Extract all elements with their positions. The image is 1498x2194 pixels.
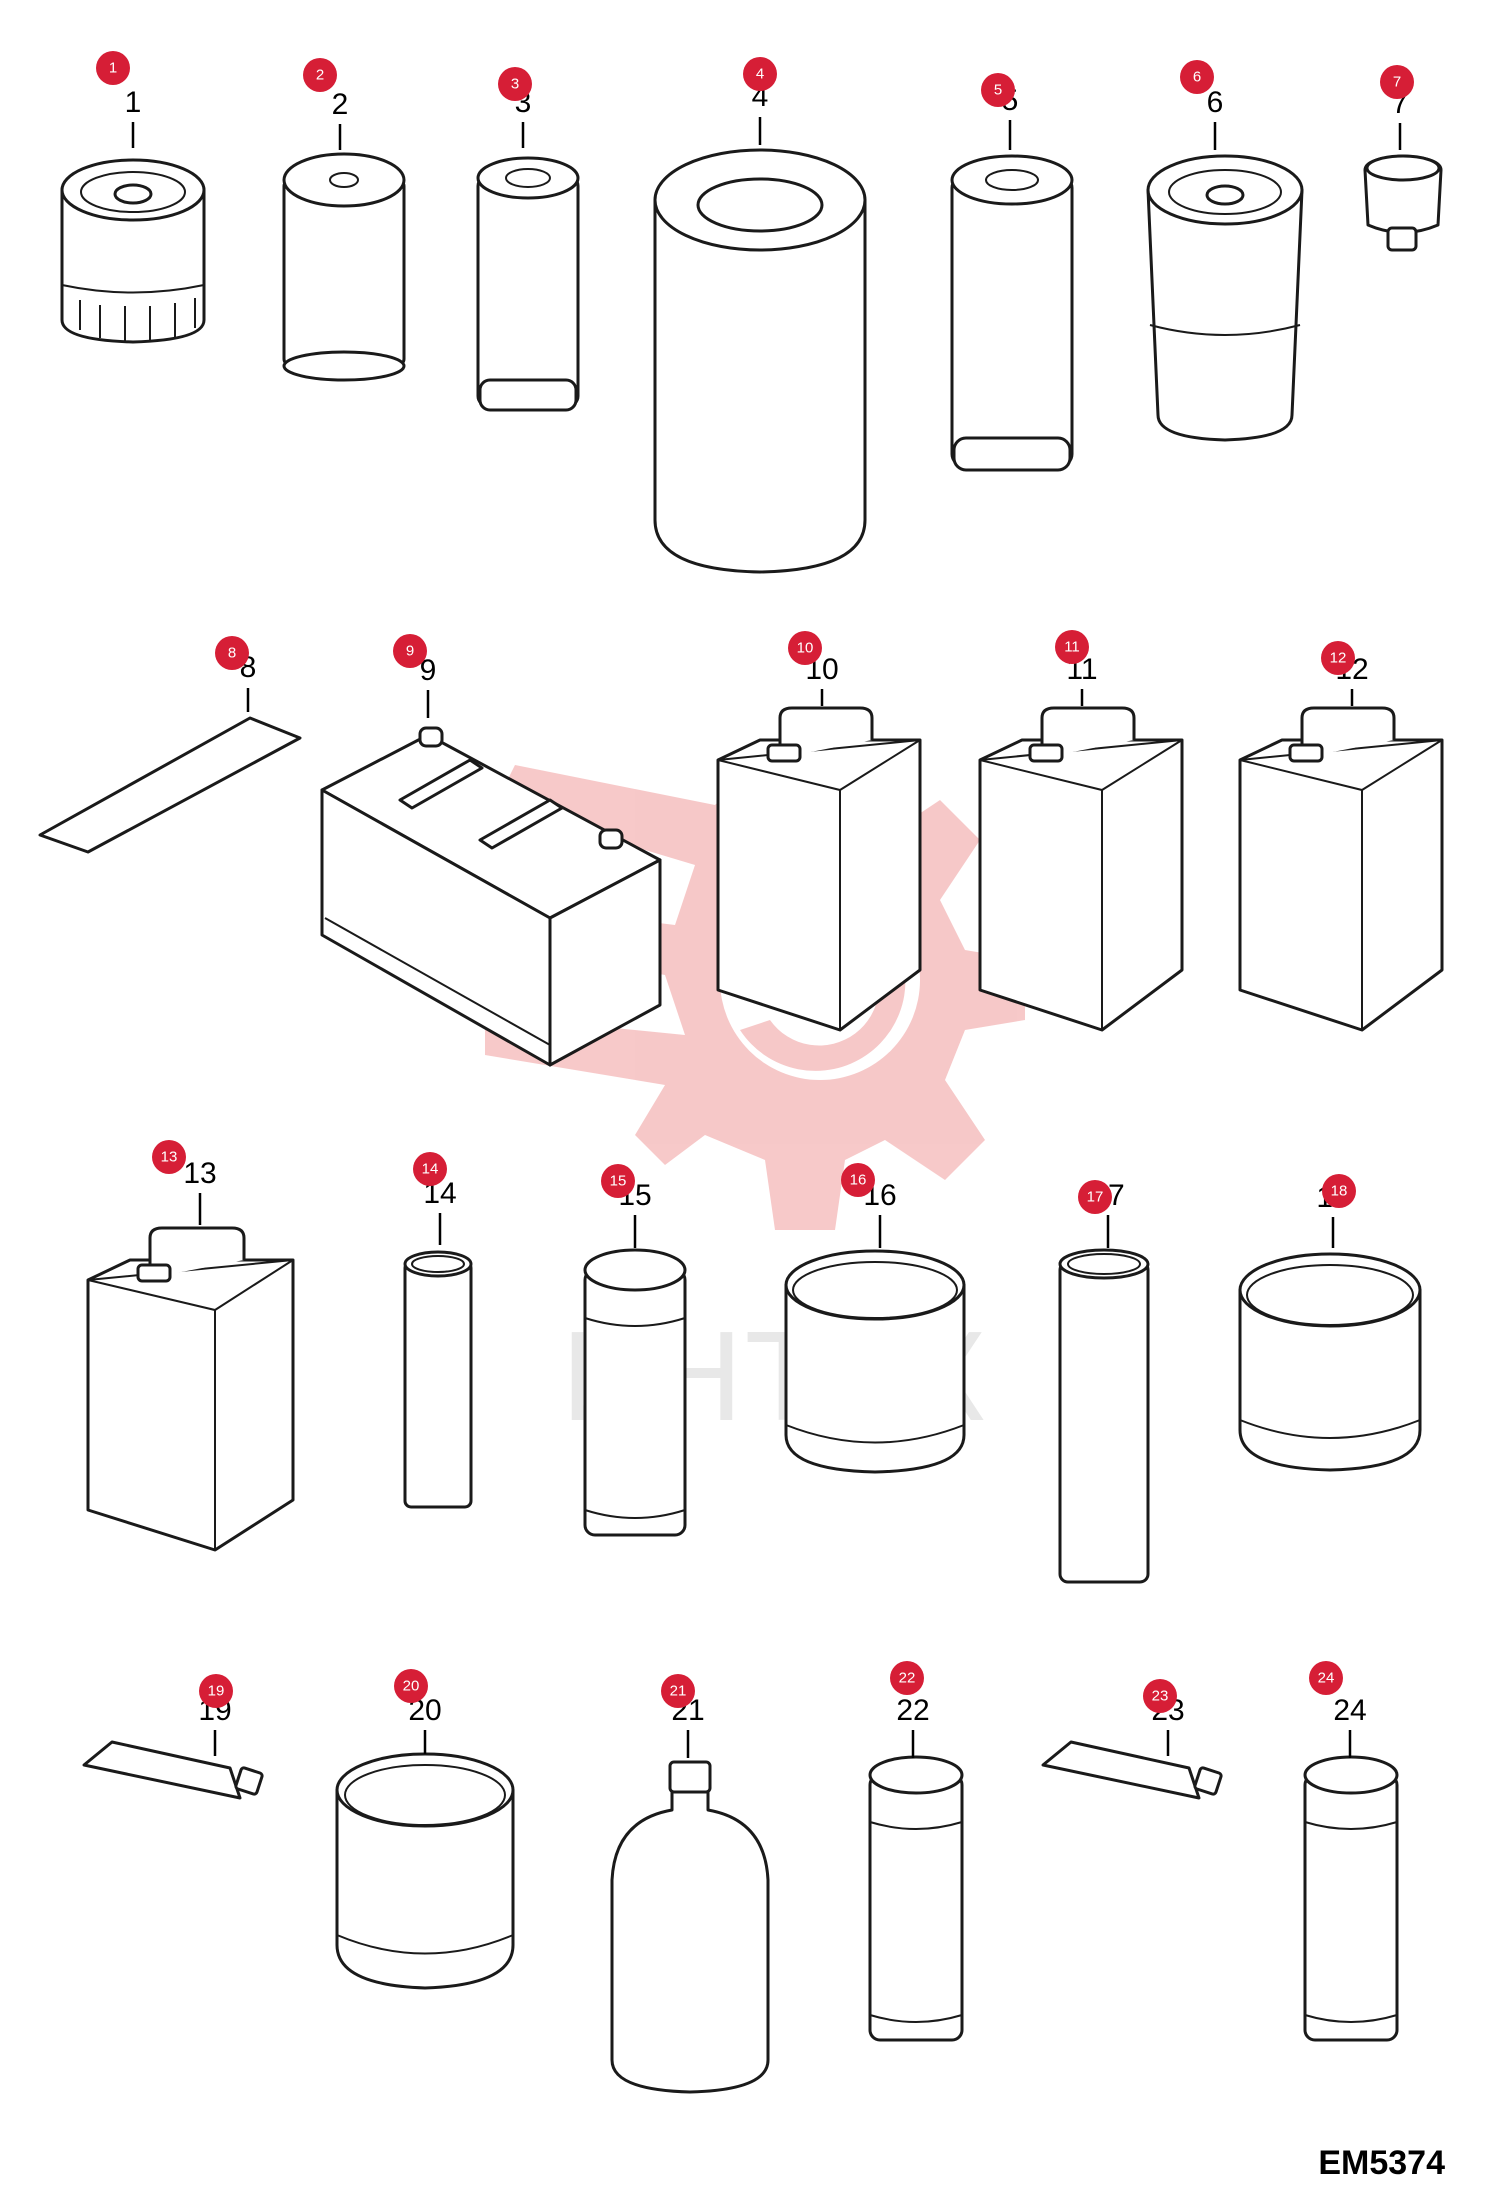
callout-badge-label-15: 15 [610,1173,627,1190]
part-cab-filter [38,716,302,854]
callout-badge-label-5: 5 [994,82,1002,99]
callout-badge-label-17: 17 [1087,1189,1104,1206]
callout-badge-label-1: 1 [109,60,117,77]
callout-badge-label-10: 10 [797,640,814,657]
callout-badge-14[interactable] [413,1152,447,1186]
callout-badge-label-24: 24 [1318,1670,1335,1687]
part-bottle-21 [610,1760,770,2094]
callout-badge-22[interactable] [890,1661,924,1695]
part-number-6: 6 [1207,86,1224,119]
part-container-12 [1238,706,1444,1032]
part-number-22: 22 [896,1694,929,1727]
callout-badge-label-14: 14 [422,1161,439,1178]
callout-badge-24[interactable] [1309,1661,1343,1695]
part-container-13 [86,1226,295,1552]
part-number-1: 1 [125,86,142,119]
part-number-24: 24 [1333,1694,1366,1727]
callout-badge-20[interactable] [394,1669,428,1703]
callout-badge-label-21: 21 [670,1683,687,1700]
part-tube-19 [82,1740,264,1800]
callout-badge-19[interactable] [199,1674,233,1708]
part-air-filter [653,148,867,574]
callout-badge-21[interactable] [661,1674,695,1708]
callout-badge-7[interactable] [1380,65,1414,99]
callout-badge-label-19: 19 [208,1683,225,1700]
callout-badge-label-18: 18 [1331,1183,1348,1200]
callout-badge-label-3: 3 [511,76,519,93]
part-fuel-filter-canister [1146,154,1304,442]
callout-badge-label-6: 6 [1193,69,1201,86]
part-hydraulic-filter-large [950,154,1074,472]
callout-badge-6[interactable] [1180,60,1214,94]
part-number-2: 2 [332,88,349,121]
part-battery [320,726,662,1067]
callout-badge-label-16: 16 [850,1172,867,1189]
part-spray-can-22 [868,1755,964,2042]
part-fuel-filter-element [282,152,406,382]
part-spray-can-15 [583,1248,687,1537]
figure-code: EM5374 [1318,2144,1445,2182]
callout-badge-1[interactable] [96,51,130,85]
callout-badge-9[interactable] [393,634,427,668]
part-number-13: 13 [183,1157,216,1190]
callout-badge-label-8: 8 [228,645,236,662]
callouts: 1122334455667788991010111112121313141415… [96,51,1414,1758]
callout-badge-8[interactable] [215,636,249,670]
callout-badge-label-4: 4 [756,66,764,83]
part-tin-20 [335,1752,515,1990]
callout-badge-label-11: 11 [1064,639,1080,656]
callout-badge-23[interactable] [1143,1679,1177,1713]
callout-badge-17[interactable] [1078,1180,1112,1214]
part-container-10 [716,706,922,1032]
callout-badge-5[interactable] [981,73,1015,107]
callout-badge-label-23: 23 [1152,1688,1169,1705]
callout-badge-15[interactable] [601,1164,635,1198]
part-tube-23 [1041,1740,1223,1800]
part-container-11 [978,706,1184,1032]
callout-badge-12[interactable] [1321,641,1355,675]
part-number-9: 9 [420,654,437,687]
callout-badge-18[interactable] [1322,1174,1356,1208]
part-grease-cartridge-14 [403,1250,473,1509]
callout-badge-10[interactable] [788,631,822,665]
callout-badge-label-12: 12 [1330,650,1347,667]
part-tin-18 [1238,1252,1422,1472]
part-grease-cartridge-17 [1058,1248,1150,1584]
part-oil-filter [60,158,206,344]
part-breather-cap [1363,154,1443,252]
callout-badge-4[interactable] [743,57,777,91]
callout-badge-label-22: 22 [899,1670,916,1687]
callout-badge-label-2: 2 [316,67,324,84]
callout-badge-16[interactable] [841,1163,875,1197]
callout-badge-13[interactable] [152,1140,186,1174]
callout-badge-2[interactable] [303,58,337,92]
callout-badge-label-20: 20 [403,1678,420,1695]
part-tin-16 [784,1249,966,1474]
part-spray-can-24 [1303,1755,1399,2042]
callout-badge-11[interactable] [1055,630,1089,664]
callout-badge-label-9: 9 [406,643,414,660]
callout-badge-label-13: 13 [161,1149,178,1166]
callout-badge-label-7: 7 [1393,74,1401,91]
part-hydraulic-filter-small [476,156,580,412]
callout-badge-3[interactable] [498,67,532,101]
